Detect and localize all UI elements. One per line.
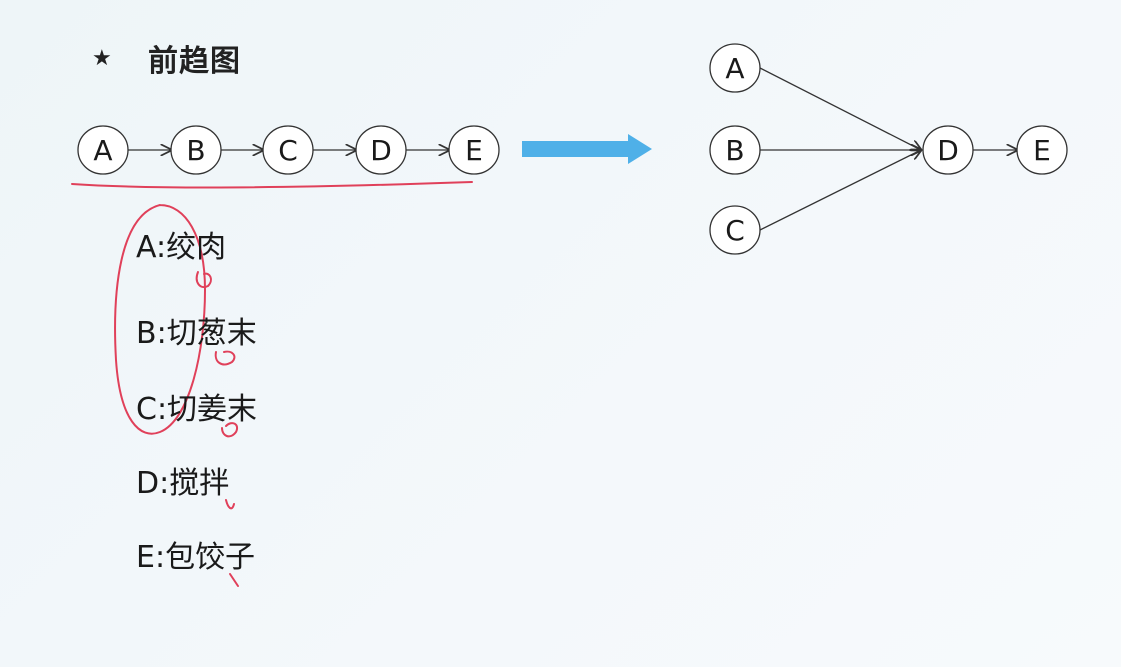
chain-node-e-label: E xyxy=(465,134,483,167)
chain-graph: A B C D E xyxy=(77,125,500,175)
step-item-c: C:切姜末 xyxy=(136,392,258,427)
graph-node-a: A xyxy=(709,43,761,93)
transform-arrow-icon xyxy=(522,134,652,164)
graph-node-b-circle xyxy=(709,125,761,175)
chain-node-c-circle xyxy=(262,125,314,175)
annotation-mark-5 xyxy=(229,573,239,587)
annotation-mark-4 xyxy=(225,499,235,510)
graph-node-e-label: E xyxy=(1033,134,1051,167)
graph-node-b: B xyxy=(709,125,761,175)
chain-node-b: B xyxy=(170,125,222,175)
graph-node-b-label: B xyxy=(725,134,744,167)
star-icon: ★ xyxy=(92,45,112,71)
chain-node-a-circle xyxy=(77,125,129,175)
graph-node-d: D xyxy=(922,125,974,175)
chain-node-c: C xyxy=(262,125,314,175)
annotation-mark-3 xyxy=(221,422,238,438)
chain-node-a: A xyxy=(77,125,129,175)
chain-node-e-circle xyxy=(448,125,500,175)
handwritten-annotations xyxy=(71,181,473,587)
graph-edge-2 xyxy=(759,150,921,231)
step-item-b: B:切葱末 xyxy=(136,316,257,351)
annotation-mark-1 xyxy=(195,271,212,288)
chain-node-d-circle xyxy=(355,125,407,175)
graph-node-d-circle xyxy=(922,125,974,175)
title-row: ★ 前趋图 xyxy=(92,36,241,80)
annotation-underline xyxy=(71,181,473,189)
chain-node-d-label: D xyxy=(370,134,392,167)
chain-node-b-label: B xyxy=(186,134,205,167)
graph-node-c-label: C xyxy=(725,214,745,247)
graph-node-e-circle xyxy=(1016,125,1068,175)
chain-node-c-label: C xyxy=(278,134,298,167)
step-item-a: A:绞肉 xyxy=(136,230,227,265)
graph-node-e: E xyxy=(1016,125,1068,175)
graph-node-c: C xyxy=(709,205,761,255)
step-item-e: E:包饺子 xyxy=(136,540,256,575)
chain-node-b-circle xyxy=(170,125,222,175)
merge-graph: A B C D E xyxy=(709,43,1068,255)
chain-node-a-label: A xyxy=(93,134,112,167)
graph-node-d-label: D xyxy=(937,134,959,167)
graph-node-a-label: A xyxy=(725,52,744,85)
step-item-d: D:搅拌 xyxy=(136,466,230,501)
graph-edge-0 xyxy=(759,67,921,150)
annotation-loop xyxy=(114,204,207,435)
graph-node-c-circle xyxy=(709,205,761,255)
chain-node-e: E xyxy=(448,125,500,175)
page-title: 前趋图 xyxy=(148,44,241,79)
graph-node-a-circle xyxy=(709,43,761,93)
annotation-mark-2 xyxy=(214,350,236,366)
chain-node-d: D xyxy=(355,125,407,175)
